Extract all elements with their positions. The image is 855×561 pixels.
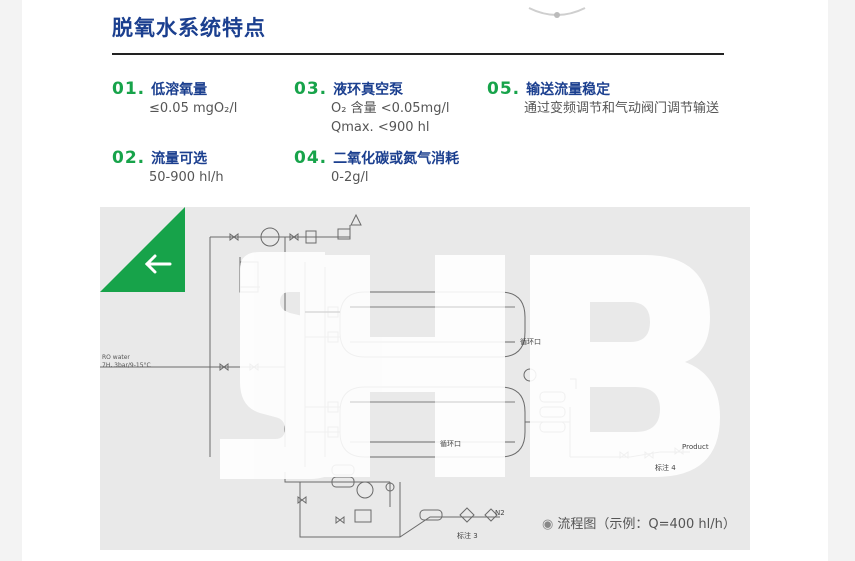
article-page: 脱氧水系统特点 01. 低溶氧量 ≤0.05 mgO₂/l 02. 流量可选 50-… bbox=[22, 0, 828, 561]
feature-detail: O₂ 含量 <0.05mg/l bbox=[331, 101, 450, 116]
top-decoration bbox=[528, 7, 586, 18]
n2-label: N2 bbox=[495, 509, 505, 517]
feature-name: 低溶氧量 bbox=[151, 82, 208, 98]
feature-number: 04. bbox=[294, 148, 328, 168]
feature-04: 04. 二氧化碳或氮气消耗 0-2g/l bbox=[294, 148, 459, 187]
feature-detail: 通过变频调节和气动阀门调节输送 bbox=[524, 101, 720, 116]
section-title: 脱氧水系统特点 bbox=[112, 16, 266, 40]
back-arrow-icon[interactable] bbox=[100, 207, 185, 292]
flow-caption-text: 流程图（示例：Q=400 hl/h） bbox=[557, 517, 736, 532]
inlet-label: RO water 7H, 3bar/9-15°C bbox=[102, 354, 151, 369]
feature-detail: 50-900 hl/h bbox=[149, 170, 224, 185]
feature-01: 01. 低溶氧量 ≤0.05 mgO₂/l bbox=[112, 79, 237, 118]
feature-name: 液环真空泵 bbox=[333, 82, 404, 98]
feature-name: 二氧化碳或氮气消耗 bbox=[333, 151, 460, 167]
flow-diagram: RO water 7H, 3bar/9-15°C Product 标注 4 标注… bbox=[100, 207, 750, 550]
feature-02: 02. 流量可选 50-900 hl/h bbox=[112, 148, 224, 187]
feature-detail: ≤0.05 mgO₂/l bbox=[149, 101, 238, 116]
feature-05: 05. 输送流量稳定 通过变频调节和气动阀门调节输送 bbox=[487, 79, 719, 118]
feature-detail: 0-2g/l bbox=[331, 170, 369, 185]
feature-number: 01. bbox=[112, 79, 146, 99]
tank-upper-label: 循环口 bbox=[520, 338, 541, 346]
feature-03: 03. 液环真空泵 O₂ 含量 <0.05mg/l Qmax. <900 hl bbox=[294, 79, 449, 137]
mark-4-label: 标注 4 bbox=[655, 464, 676, 472]
flow-caption: ◉流程图（示例：Q=400 hl/h） bbox=[542, 513, 736, 532]
feature-detail: Qmax. <900 hl bbox=[331, 120, 430, 135]
watermark-logo bbox=[220, 252, 720, 479]
feature-name: 流量可选 bbox=[151, 151, 208, 167]
mark-3-label: 标注 3 bbox=[457, 532, 478, 540]
wechat-icon: ◉ bbox=[542, 517, 554, 532]
feature-name: 输送流量稳定 bbox=[526, 82, 611, 98]
product-label: Product bbox=[682, 443, 709, 451]
tank-lower-label: 循环口 bbox=[440, 440, 461, 448]
feature-number: 05. bbox=[487, 79, 521, 99]
feature-number: 03. bbox=[294, 79, 328, 99]
title-divider bbox=[112, 53, 724, 55]
process-schematic bbox=[100, 213, 720, 538]
feature-number: 02. bbox=[112, 148, 146, 168]
